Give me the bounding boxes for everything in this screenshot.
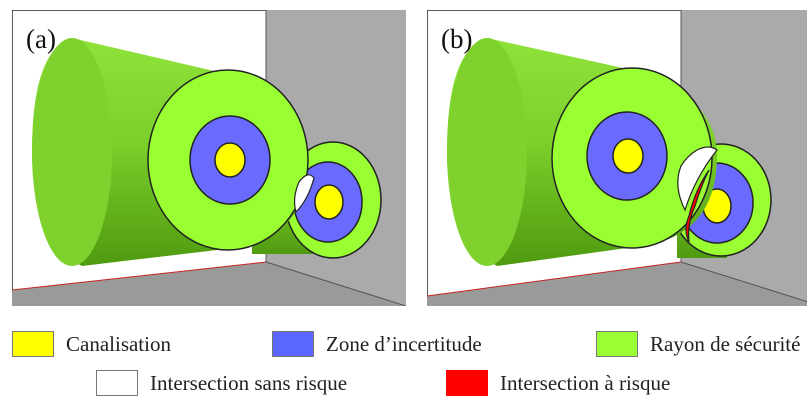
legend-item-a-risque: Intersection à risque xyxy=(446,370,670,396)
floor-edge xyxy=(427,261,682,297)
risk-intersection xyxy=(685,169,710,243)
legend-label: Intersection à risque xyxy=(500,370,671,395)
legend-item-securite: Rayon de sécurité xyxy=(596,331,800,357)
panel-b-figure: (b) xyxy=(427,10,807,306)
panel-a-figure: (a) xyxy=(12,10,406,306)
floor xyxy=(427,262,807,306)
small-pipe xyxy=(314,184,344,220)
legend-label: Rayon de sécurité xyxy=(650,331,801,356)
safe-intersection xyxy=(677,146,718,212)
canalisation-swatch xyxy=(12,331,54,357)
legend-item-canalisation: Canalisation xyxy=(12,331,171,357)
legend-label: Zone d’incertitude xyxy=(326,331,482,356)
panel-label: (a) xyxy=(26,24,56,54)
sans-risque-swatch xyxy=(96,370,138,396)
a-risque-swatch xyxy=(446,370,488,396)
floor xyxy=(12,262,406,306)
floor-corner-edge xyxy=(265,261,406,306)
floor-edge xyxy=(12,261,267,291)
legend-label: Intersection sans risque xyxy=(150,370,348,395)
legend-item-sans-risque: Intersection sans risque xyxy=(96,370,347,396)
large-pipe xyxy=(612,138,644,174)
panel-a: (a) xyxy=(12,10,406,306)
securite-swatch xyxy=(596,331,638,357)
safe-intersection xyxy=(293,174,315,214)
large-cylinder-back xyxy=(447,38,527,266)
large-cylinder-back xyxy=(32,38,112,266)
legend-label: Canalisation xyxy=(66,331,171,356)
legend-item-incertitude: Zone d’incertitude xyxy=(272,331,482,357)
large-cylinder xyxy=(32,38,309,266)
panel-b: (b) xyxy=(427,10,807,306)
large-pipe xyxy=(214,142,246,178)
incertitude-swatch xyxy=(272,331,314,357)
panel-label: (b) xyxy=(441,24,472,54)
floor-corner-edge xyxy=(680,261,807,303)
large-cylinder xyxy=(447,38,717,266)
